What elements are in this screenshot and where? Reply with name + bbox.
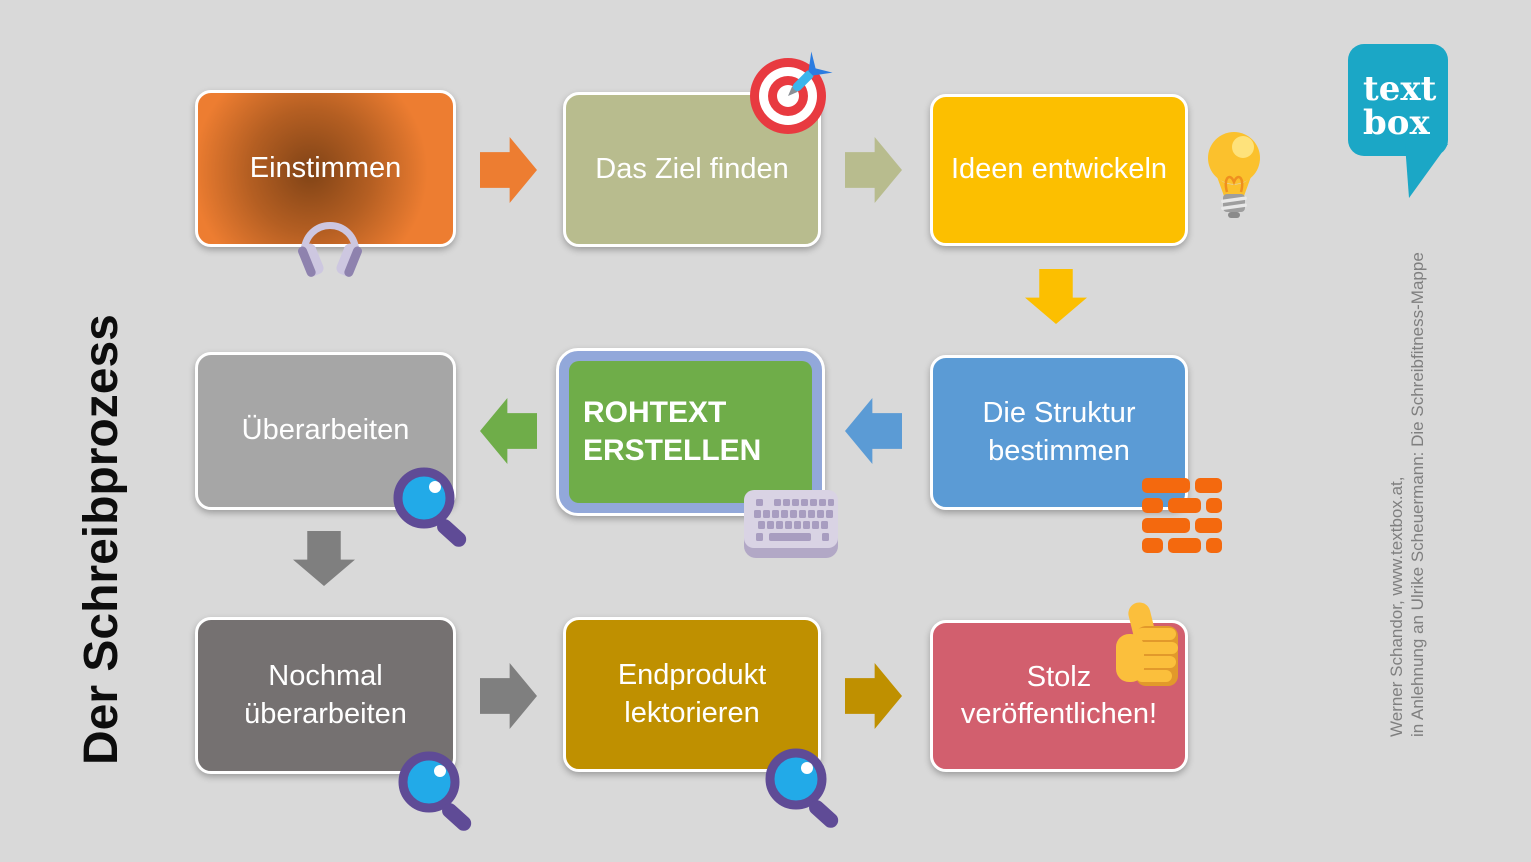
step-label-einstimmen: Einstimmen [249,151,402,184]
keyboard-icon [744,490,838,558]
arrow-right-icon [480,663,537,729]
gradient-overlay [198,93,453,244]
arrow-right-icon [845,663,902,729]
page-title: Der Schreibprozess [75,314,128,765]
target-icon [750,51,833,134]
magnifying-glass-icon [393,467,467,547]
arrow-right-icon [480,137,537,203]
headphones-icon [298,222,362,277]
step-box-nochmal-ueberarbeiten: Nochmal überarbeiten [195,617,456,774]
thumbs-up-icon [1116,602,1178,686]
step-label-die-struktur-bestimmen: Die Struktur bestimmen [982,397,1136,467]
brick-wall-icon [1142,478,1222,553]
step-label-rohtext: ROHTEXT ERSTELLEN [583,395,762,467]
step-box-einstimmen: Einstimmen [195,90,456,247]
logo-word-2: box [1363,103,1430,143]
step-box-endprodukt-lektorieren: Endprodukt lektorieren [563,617,821,772]
arrow-down-icon [1025,269,1087,324]
step-label-das-ziel-finden: Das Ziel finden [595,152,789,185]
step-box-rohtext: ROHTEXT ERSTELLEN [569,361,812,503]
step-box-ideen-entwickeln: Ideen entwickeln [930,94,1188,246]
magnifying-glass-icon [765,748,839,828]
step-label-ueberarbeiten: Überarbeiten [241,414,410,447]
magnifying-glass-icon [398,751,472,831]
step-box-rohtext-frame: ROHTEXT ERSTELLEN [556,348,825,516]
arrow-left-icon [480,398,537,464]
lightbulb-icon [1208,132,1260,218]
arrow-right-icon [845,137,902,203]
step-label-ideen-entwickeln: Ideen entwickeln [950,153,1168,186]
step-label-nochmal-ueberarbeiten: Nochmal überarbeiten [244,660,407,730]
arrow-left-icon [845,398,902,464]
step-label-stolz-veroeffentlichen: Stolz veröffentlichen! [960,660,1158,730]
logo-word-1: text [1363,69,1437,109]
step-box-stolz-veroeffentlichen: Stolz veröffentlichen! [930,620,1188,772]
credit-text: Werner Schandor, www.textbox.at, in Anle… [1386,237,1430,737]
textbox-logo: text box [1348,44,1448,198]
credit-line-2: in Anlehnung an Ulrike Scheuermann: Die … [1408,252,1427,737]
arrow-down-icon [293,531,355,586]
step-label-endprodukt-lektorieren: Endprodukt lektorieren [617,659,767,729]
credit-line-1: Werner Schandor, www.textbox.at, [1387,476,1406,737]
step-box-das-ziel-finden: Das Ziel finden [563,92,821,247]
